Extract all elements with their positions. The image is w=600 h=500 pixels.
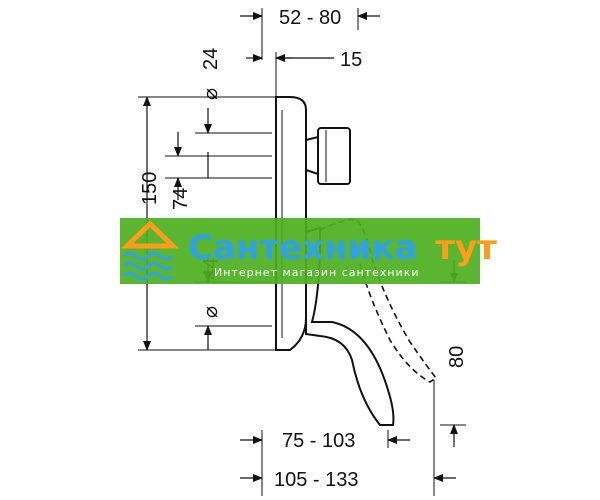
- watermark-bar: [120, 218, 480, 284]
- dim-bottom-range-1: 75 - 103: [282, 430, 355, 452]
- diverter-cap: [317, 127, 351, 185]
- diameter-symbol-bottom: ⌀: [200, 306, 222, 318]
- watermark: Сантехника тут Интернет магазин сантехни…: [120, 218, 497, 284]
- dim-diameter-top: 24: [200, 48, 222, 70]
- dim-bottom-range-2: 105 - 133: [274, 469, 359, 491]
- mixer-outline: [275, 96, 438, 426]
- diverter-knob: [305, 135, 319, 176]
- watermark-title: Сантехника тут: [188, 228, 497, 268]
- watermark-subtitle: Интернет магазин сантехники: [214, 266, 420, 279]
- dim-top-offset: 15: [340, 49, 362, 71]
- diameter-symbol-top: ⌀: [200, 88, 222, 100]
- dim-handle-height: 80: [446, 346, 468, 368]
- house-logo-icon: [120, 220, 180, 281]
- lever-handle-alt: [319, 218, 438, 383]
- dim-top-range: 52 - 80: [279, 7, 341, 29]
- dim-height-mid: 74: [170, 188, 192, 210]
- dimension-lines: [143, 12, 458, 482]
- dim-height-total: 150: [139, 172, 161, 205]
- lever-handle: [305, 226, 395, 426]
